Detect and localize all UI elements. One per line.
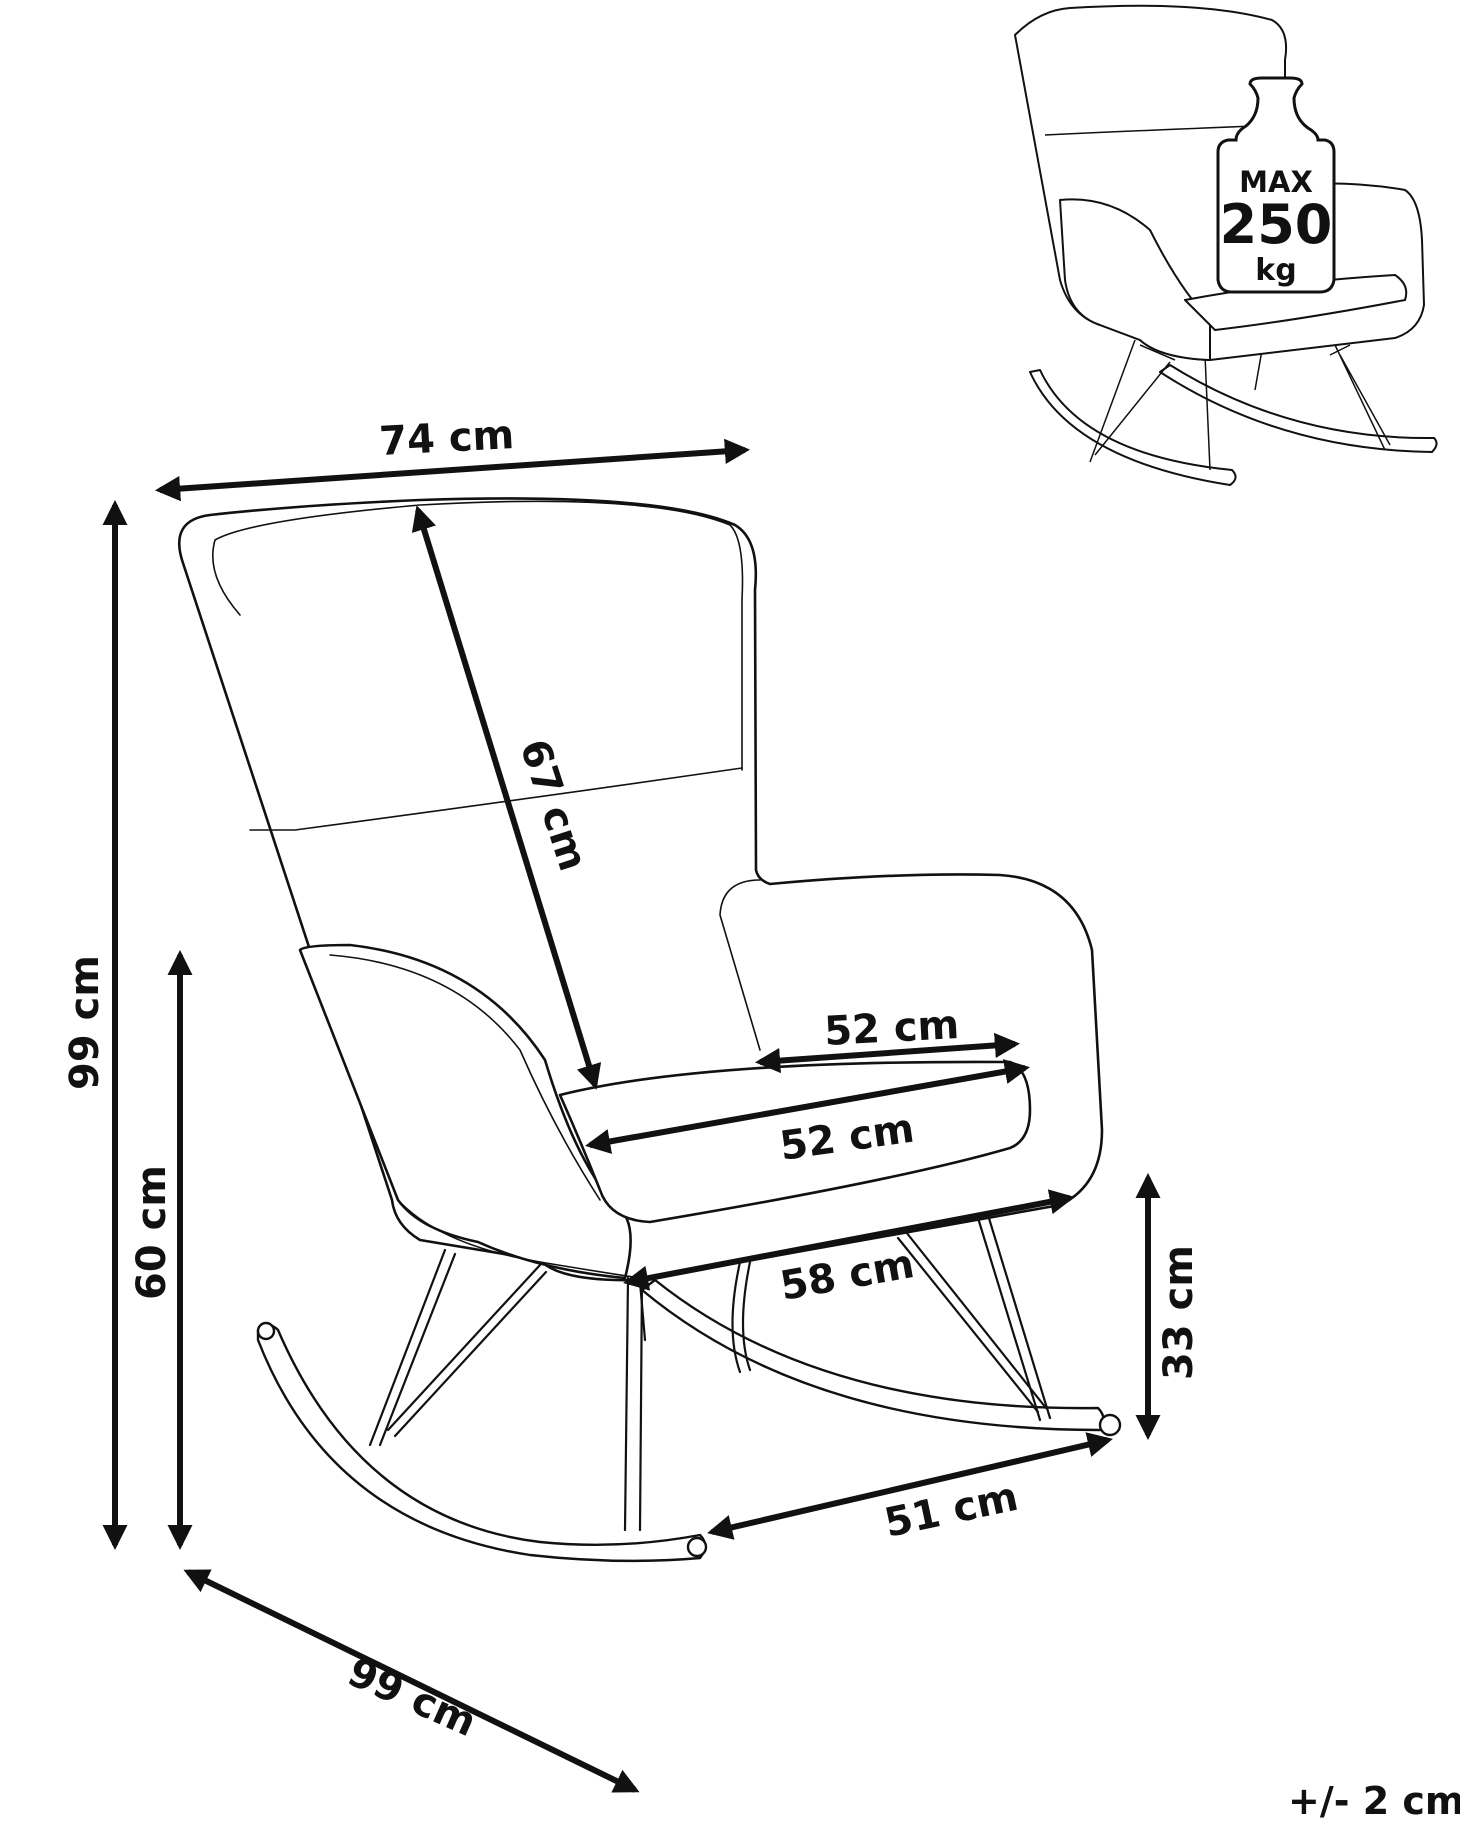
leg-back-brace <box>896 1230 1048 1414</box>
leg-front-center <box>623 1276 644 1532</box>
dimension-arrows <box>102 438 1161 1793</box>
rocker-left-end <box>256 1321 276 1341</box>
leg-back-right <box>976 1213 1052 1422</box>
arrow-seat-back-52 <box>754 1032 1021 1074</box>
arrow-backrest-67 <box>411 505 602 1090</box>
rocker-front-end <box>686 1536 708 1558</box>
arm-right-inner <box>719 879 761 1051</box>
wing-inner <box>212 500 744 771</box>
mini-rocker-back <box>1159 364 1438 453</box>
label-seat-width-back: 52 cm <box>823 1002 960 1055</box>
leg-front-left <box>368 1248 457 1447</box>
max-load-illustration: MAX 250 kg <box>1014 4 1438 486</box>
shell-bottom <box>397 1199 641 1279</box>
label-total-height: 99 cm <box>62 955 108 1090</box>
rocker-front <box>256 1323 707 1563</box>
leg-front-brace <box>386 1263 548 1438</box>
rocker-back-end <box>1098 1413 1122 1437</box>
rocking-chair-drawing <box>177 497 1122 1563</box>
tolerance-note: +/- 2 cm <box>1288 1779 1460 1823</box>
arrow-seat-front-52 <box>585 1059 1030 1154</box>
badge-unit: kg <box>1255 253 1296 288</box>
badge-max-label: MAX <box>1239 165 1313 199</box>
arrow-width-74 <box>154 438 751 502</box>
mini-legs <box>1089 339 1391 471</box>
leg-front-center-2 <box>638 1280 647 1342</box>
mini-rocker-front <box>1029 369 1237 486</box>
badge-value: 250 <box>1220 193 1333 256</box>
arrow-depth-99 <box>183 1569 640 1793</box>
weight-badge-icon <box>1216 76 1336 294</box>
arrow-base-58 <box>623 1189 1075 1291</box>
label-armrest-height: 60 cm <box>129 1165 175 1300</box>
label-rocker-depth: 51 cm <box>881 1474 1023 1547</box>
label-seat-height: 33 cm <box>1156 1245 1202 1380</box>
label-width: 74 cm <box>378 412 515 465</box>
label-depth: 99 cm <box>341 1649 483 1746</box>
arrow-rocker-51 <box>707 1432 1113 1540</box>
